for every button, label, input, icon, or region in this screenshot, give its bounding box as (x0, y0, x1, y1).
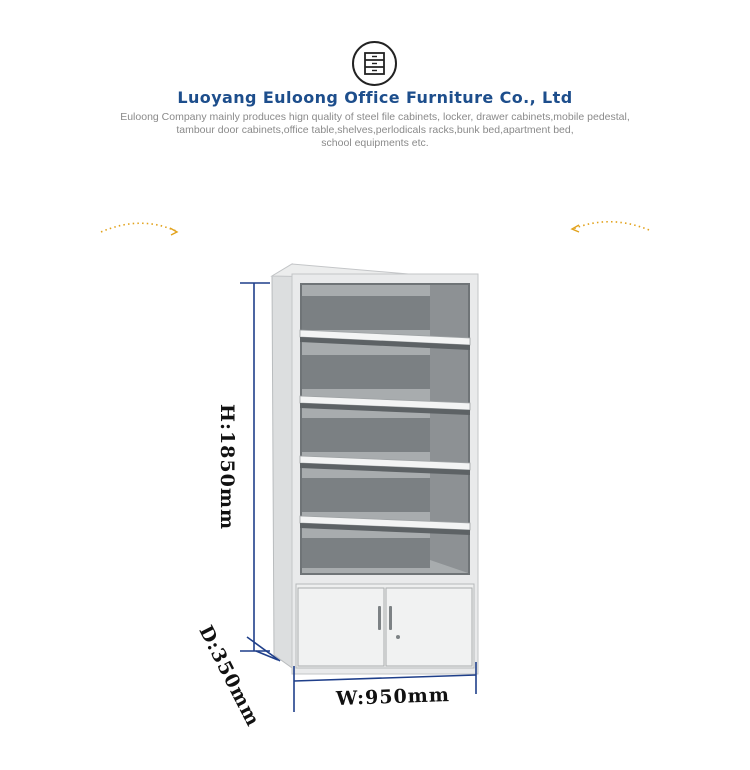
shelf (299, 418, 471, 475)
shelf (302, 538, 430, 568)
steel-shelf-cabinet (270, 263, 479, 675)
cupboard (295, 583, 475, 669)
shelf (299, 355, 471, 415)
height-dimension-label: H:1850mm (216, 404, 238, 531)
left-door-handle (378, 606, 381, 630)
shelves (299, 296, 471, 568)
description-line: tambour door cabinets,office table,shelv… (176, 124, 574, 136)
width-dimension-label: W:950mm (335, 684, 451, 710)
right-door (385, 587, 473, 667)
dimension-lines (240, 282, 477, 712)
cabinet-drawer-icon (352, 41, 397, 86)
company-name: Luoyang Euloong Office Furniture Co., Lt… (177, 88, 573, 107)
shelf (299, 296, 471, 350)
right-door-handle (389, 606, 392, 630)
left-door (297, 587, 385, 667)
lock-icon (396, 635, 400, 639)
description-line: school equipments etc. (321, 137, 429, 149)
shelf (299, 478, 471, 535)
dotted-curved-arrow-right-icon (100, 222, 179, 236)
company-description: Euloong Company mainly produces hign qua… (80, 111, 670, 150)
description-line: Euloong Company mainly produces hign qua… (120, 111, 630, 123)
dotted-curved-arrow-left-icon (570, 220, 650, 233)
